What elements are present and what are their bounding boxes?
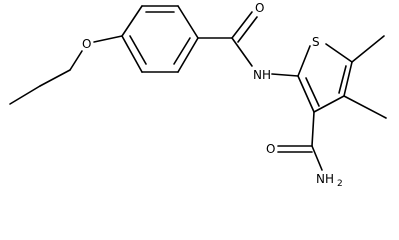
atom-carbonyl-oxygen: O: [255, 1, 264, 15]
bond-propyl-2: [39, 69, 71, 87]
atom-carboxamide-oxygen: O: [266, 142, 275, 156]
bond-propyl-3: [69, 50, 83, 71]
bond-n-thiophene: [271, 73, 299, 77]
atom-carboxamide-nh2: NH: [316, 172, 334, 186]
bond-carbonyl-o-2: [237, 16, 258, 43]
atom-ether-oxygen: O: [82, 37, 91, 51]
bond-methyl-4: [343, 95, 387, 119]
bond-carbonyl-n: [231, 37, 253, 67]
molecule-diagram: O O NH S O NH 2: [9, 1, 387, 188]
benzene-ring: [121, 5, 199, 73]
bond-carbonyl-o-1: [231, 11, 253, 39]
bond-ether-ring: [93, 35, 123, 43]
bond-ring-carboxamide: [311, 111, 315, 147]
bond-methyl-5: [351, 35, 385, 63]
atom-amide-nh: NH: [253, 68, 271, 82]
atom-thiophene-sulfur: S: [312, 35, 320, 49]
thiophene-ring: [297, 43, 353, 113]
bond-propyl-1: [9, 85, 41, 105]
atom-carboxamide-nh2-subscript: 2: [337, 179, 343, 188]
bond-carboxamide-n: [311, 145, 323, 171]
